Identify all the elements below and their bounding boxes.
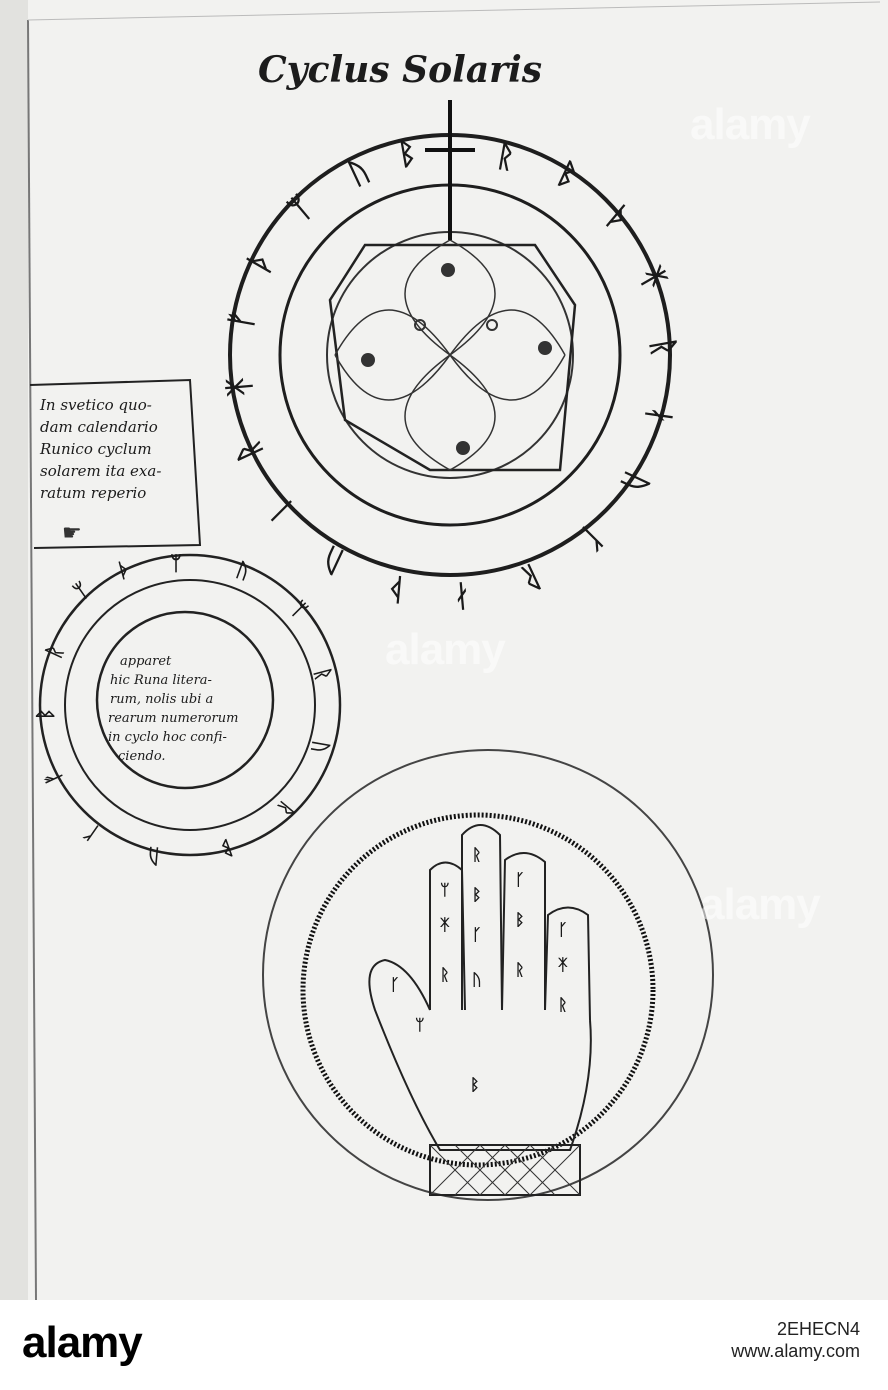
inner-note-line-4: rearum numerorum	[108, 711, 238, 726]
svg-text:ᚱ: ᚱ	[558, 995, 568, 1014]
manuscript-page: Cyclus Solaris ᚢ ᛘ	[0, 0, 888, 1300]
svg-text:ᛘ: ᛘ	[415, 1015, 425, 1034]
svg-text:ᚴ: ᚴ	[515, 870, 525, 889]
inner-note-line-1: apparet	[120, 654, 172, 669]
watermark: alamy	[690, 100, 810, 150]
svg-text:ᚱ: ᚱ	[472, 845, 482, 864]
note-line-4: solarem ita exa-	[40, 462, 161, 480]
note-line-3: Runico cyclum	[39, 440, 152, 458]
image-info: 2EHECN4 www.alamy.com	[731, 1318, 860, 1362]
svg-text:ᛘ: ᛘ	[170, 551, 182, 575]
site-url[interactable]: www.alamy.com	[731, 1340, 860, 1362]
inner-note-line-2: hic Runa litera-	[110, 673, 212, 688]
alamy-logo: alamy	[22, 1318, 142, 1368]
inner-note-line-6: ciendo.	[118, 749, 166, 764]
image-id: 2EHECN4	[731, 1318, 860, 1340]
svg-text:ᛒ: ᛒ	[472, 885, 482, 904]
svg-text:ᚱ: ᚱ	[515, 960, 525, 979]
svg-text:ᚱ: ᚱ	[440, 965, 450, 984]
inner-note-line-5: in cyclo hoc confi-	[108, 730, 227, 745]
inner-note-line-3: rum, nolis ubi a	[110, 692, 213, 707]
svg-text:ᚴ: ᚴ	[558, 920, 568, 939]
pointing-hand-icon: ☛	[62, 521, 82, 546]
note-line-1: In svetico quo-	[39, 396, 152, 414]
svg-text:ᛡ: ᛡ	[222, 376, 258, 397]
page-title: Cyclus Solaris	[258, 49, 542, 91]
note-line-2: dam calendario	[40, 418, 158, 436]
note-line-5: ratum reperio	[40, 484, 146, 502]
svg-text:ᛒ: ᛒ	[470, 1075, 480, 1094]
svg-text:ᚴ: ᚴ	[472, 925, 482, 944]
svg-text:ᛒ: ᛒ	[33, 708, 57, 720]
svg-text:ᚦ: ᚦ	[385, 570, 406, 606]
svg-text:ᚢ: ᚢ	[146, 844, 160, 869]
svg-text:ᛅ: ᛅ	[451, 577, 472, 613]
svg-text:ᛡ: ᛡ	[558, 955, 568, 974]
svg-text:ᚢ: ᚢ	[472, 970, 482, 989]
svg-text:ᛒ: ᛒ	[515, 910, 525, 929]
svg-text:ᛘ: ᛘ	[440, 880, 450, 899]
watermark: alamy	[700, 880, 820, 930]
stock-footer: alamy 2EHECN4 www.alamy.com	[0, 1300, 888, 1390]
svg-text:ᛡ: ᛡ	[440, 915, 450, 934]
watermark: alamy	[385, 625, 505, 675]
svg-text:ᚴ: ᚴ	[390, 975, 400, 994]
